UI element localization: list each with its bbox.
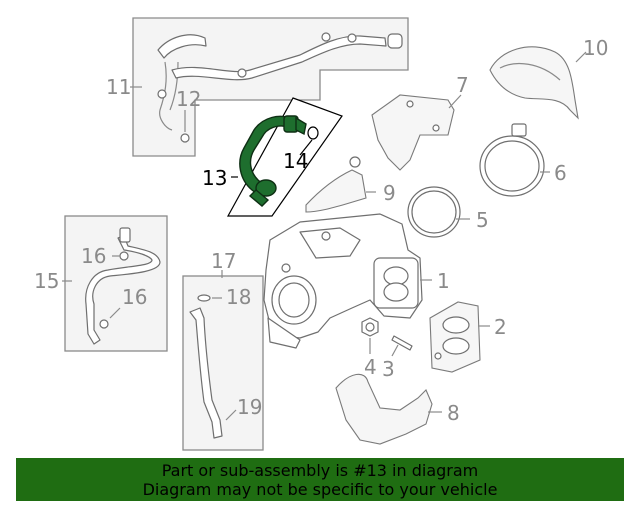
callout-7[interactable]: 7: [456, 73, 469, 97]
flange-gasket-2: [429, 301, 481, 373]
callout-11[interactable]: 11: [106, 75, 131, 99]
fitting: [237, 68, 247, 78]
heat-shield-8: [335, 373, 433, 445]
part-group-13[interactable]: 13 14: [202, 97, 343, 217]
callout-16-lower[interactable]: 16: [122, 285, 147, 309]
group-15-box: [64, 215, 168, 352]
callout-17[interactable]: 17: [211, 249, 236, 273]
callout-12[interactable]: 12: [176, 87, 201, 111]
part-group-17[interactable]: 17 18 19: [182, 249, 264, 451]
fitting: [157, 89, 167, 99]
stud-3: [391, 335, 413, 351]
oil-return-tube: [85, 235, 161, 345]
exploded-parts-diagram: 11 12 13 14 10 7 6: [34, 17, 608, 451]
seal-ring: [180, 133, 190, 143]
callout-13[interactable]: 13: [202, 166, 227, 190]
callout-16-upper[interactable]: 16: [81, 244, 106, 268]
part-group-11[interactable]: 11 12: [106, 17, 409, 157]
callout-14[interactable]: 14: [283, 149, 308, 173]
callout-5[interactable]: 5: [476, 208, 489, 232]
part-3[interactable]: 3: [382, 335, 413, 381]
callout-10[interactable]: 10: [583, 36, 608, 60]
part-7[interactable]: 7: [371, 73, 469, 171]
o-ring-14: [307, 126, 319, 140]
oil-feed-tube: [157, 34, 207, 59]
info-banner: Part or sub-assembly is #13 in diagram D…: [16, 458, 624, 501]
part-1[interactable]: 1: [263, 213, 450, 349]
callout-6[interactable]: 6: [554, 161, 567, 185]
drain-tube-19: [189, 307, 223, 439]
group-11-box: [132, 17, 409, 157]
banjo-fitting: [387, 33, 403, 49]
part-2[interactable]: 2: [429, 301, 507, 373]
part-5[interactable]: 5: [407, 186, 489, 238]
hose-end: [248, 189, 270, 207]
callout-19[interactable]: 19: [237, 395, 262, 419]
callout-1[interactable]: 1: [437, 269, 450, 293]
heat-shield-10: [489, 46, 579, 120]
callout-2[interactable]: 2: [494, 315, 507, 339]
callout-18[interactable]: 18: [226, 285, 251, 309]
fitting: [347, 33, 357, 43]
callout-15[interactable]: 15: [34, 269, 59, 293]
part-group-15[interactable]: 15 16 16: [34, 215, 168, 352]
group-17-box: [182, 275, 264, 451]
hose-clamp-lower: [255, 179, 277, 197]
banner-line-2: Diagram may not be specific to your vehi…: [142, 480, 498, 499]
heat-shield-9: [305, 169, 367, 213]
callout-4[interactable]: 4: [364, 355, 377, 379]
callout-8[interactable]: 8: [447, 401, 460, 425]
bracket-7: [371, 94, 455, 171]
part-9[interactable]: 9: [305, 156, 396, 213]
banner-line-1: Part or sub-assembly is #13 in diagram: [161, 461, 479, 480]
part-10[interactable]: 10: [489, 36, 608, 120]
callout-3[interactable]: 3: [382, 357, 395, 381]
fitting: [321, 32, 331, 42]
callout-9[interactable]: 9: [383, 181, 396, 205]
part-4[interactable]: 4: [361, 317, 379, 379]
oil-feed-tube-long: [171, 35, 387, 81]
hose-connector: [295, 116, 307, 136]
part-6[interactable]: 6: [479, 123, 567, 197]
part-8[interactable]: 8: [335, 373, 460, 445]
